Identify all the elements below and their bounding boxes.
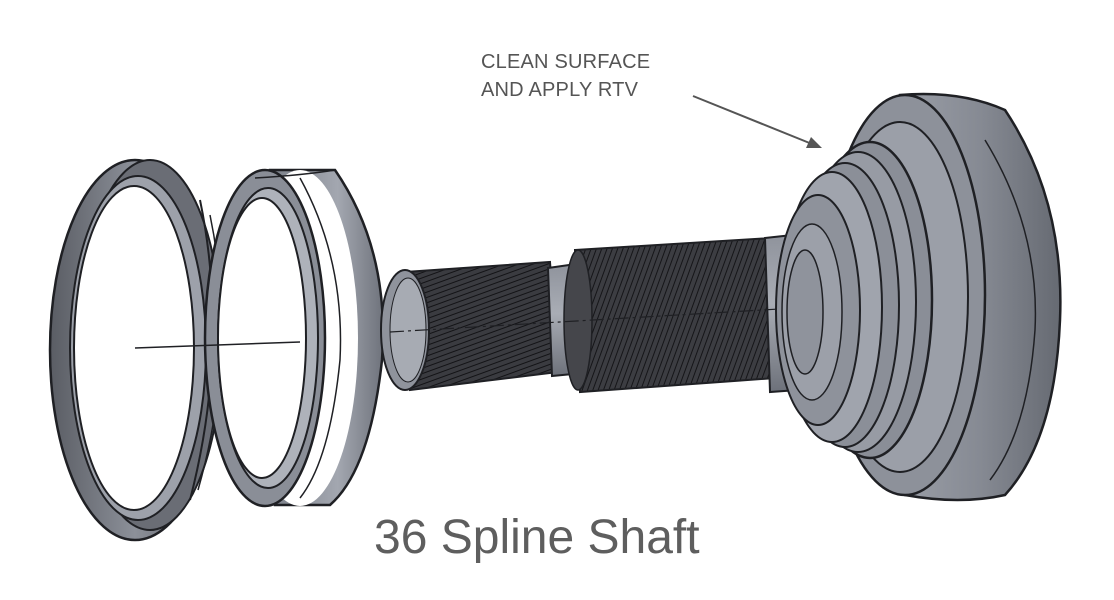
callout-label: CLEAN SURFACE AND APPLY RTV [481, 48, 650, 104]
seal-ring [48, 158, 223, 542]
callout-line-2: AND APPLY RTV [481, 79, 639, 101]
spline-shaft [380, 230, 831, 394]
center-axis [134, 341, 301, 349]
diagram-title: 36 Spline Shaft [374, 511, 700, 564]
callout-line-1: CLEAN SURFACE [481, 51, 651, 73]
callout-arrow [692, 95, 822, 148]
bearing-cup [203, 168, 385, 508]
flange-hub [775, 92, 1062, 502]
